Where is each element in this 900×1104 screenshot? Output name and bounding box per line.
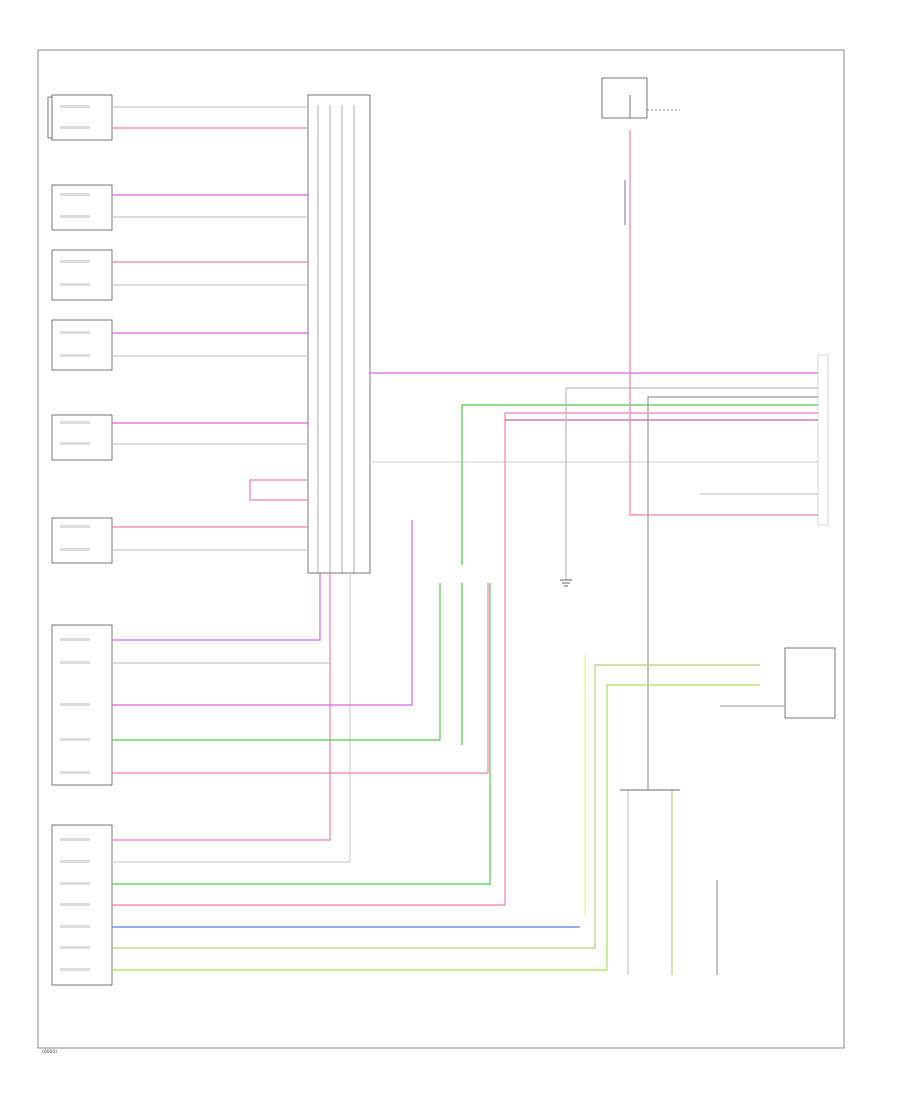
sensor-drops [620,789,718,975]
junction-box [307,94,371,574]
wire-gray-vertical [647,396,822,790]
wire-magenta-lower [112,520,413,706]
fuse-box [601,77,648,119]
wire-pink-lower [112,580,489,774]
junction-drops [112,573,351,863]
right-wires [370,130,822,905]
lower-wires [112,520,760,971]
module-box-4 [51,319,113,371]
module-box-1 [51,94,113,141]
right-connector [817,354,829,526]
wire-green-lower [112,580,441,741]
wire-gray-ground [565,387,822,580]
module-box-right [784,647,836,719]
module-box-3 [51,249,113,301]
module-box-6 [51,517,113,564]
drop-gray [112,573,351,863]
module-bracket-1 [47,96,52,139]
drop-magenta-upper [112,573,321,641]
wire-pink-fuse [629,130,822,516]
diagram-frame [37,49,845,1049]
left-modules-upper [47,94,113,986]
connector-labels-mid [430,565,500,583]
wire-pink-right [504,412,822,905]
wire-olive-bottom [112,664,760,949]
label-bars [60,105,90,971]
wire-green-right [461,404,822,745]
wire-pink-loop [249,479,308,501]
module-box-2 [51,184,113,231]
connector-mid [430,565,500,583]
ground-symbol [560,579,572,587]
upper-wires [112,106,308,551]
drop-pink [112,573,331,841]
wire-lightgreen-bottom [112,684,760,971]
footer-code: (0000) [42,1049,57,1055]
fuse-block [601,77,680,225]
central-junction-block [307,94,371,574]
wire-green-bottom [112,580,491,885]
